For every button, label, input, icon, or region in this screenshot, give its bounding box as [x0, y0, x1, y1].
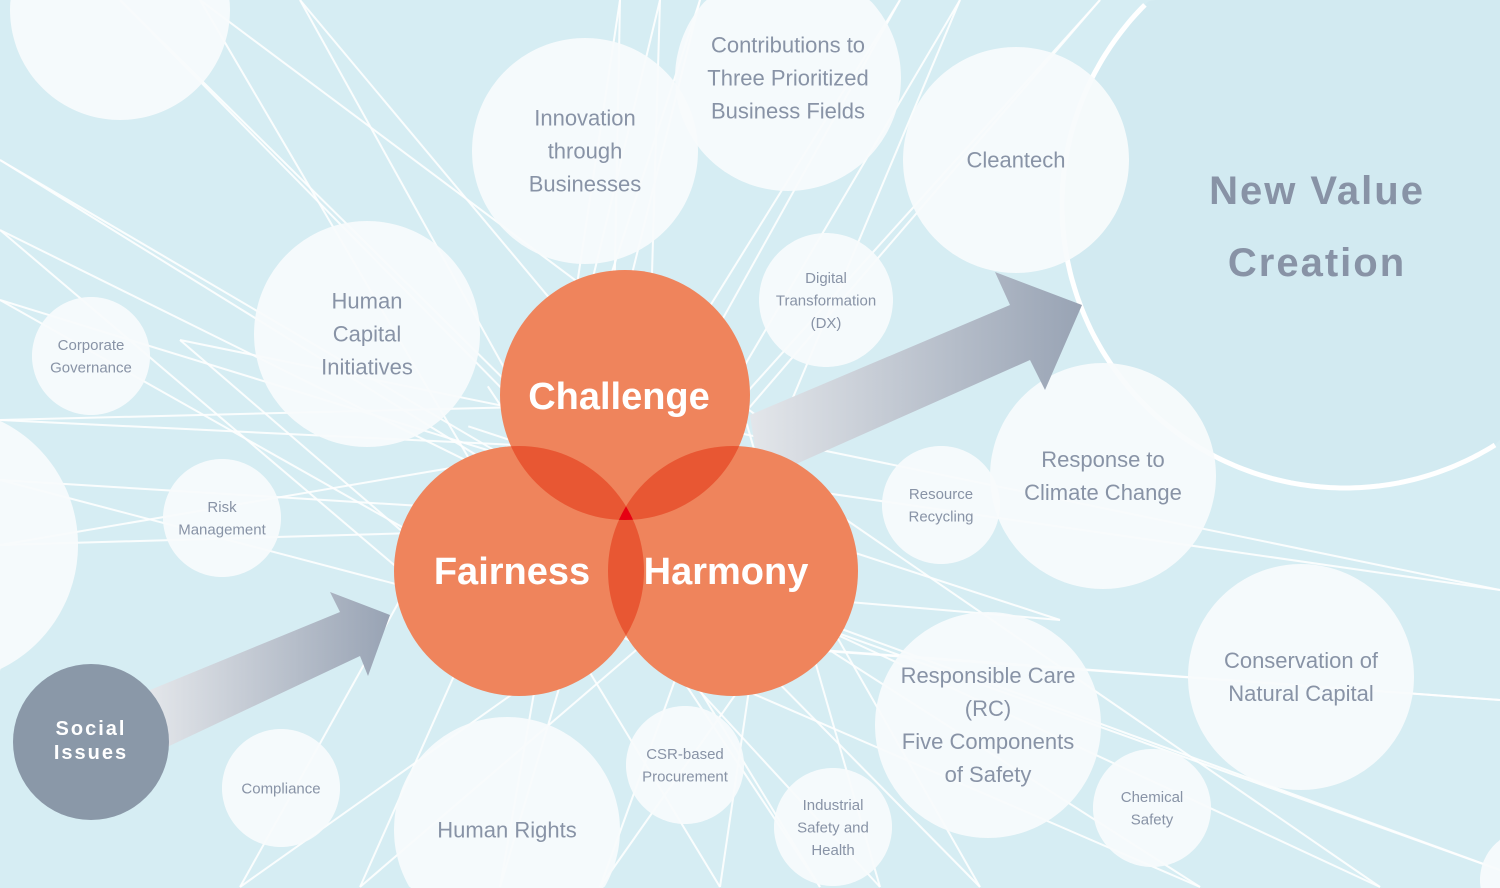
harmony-label: Harmony [644, 551, 809, 593]
topic-label: Digital [805, 270, 847, 287]
topic-label: through [548, 139, 623, 164]
topic-responsible-care: Responsible Care (RC) Five Components of Sa… [875, 612, 1101, 838]
new-value-creation-title: New Value Creation [1209, 169, 1425, 285]
topic-label: Three Prioritized [707, 66, 868, 91]
topic-label: Corporate [58, 337, 125, 354]
social-issues-label: Social [56, 718, 127, 740]
topic-label: Innovation [534, 106, 636, 131]
topic-label: Conservation of [1224, 648, 1379, 673]
topic-cleantech: Cleantech [903, 47, 1129, 273]
topic-label: Safety [1131, 812, 1174, 829]
topic-label: Management [178, 522, 266, 539]
topic-label: Five Components [902, 729, 1074, 754]
social-issues-node: Social Issues [13, 664, 169, 820]
topic-label: Health [811, 842, 854, 859]
topic-label: Cleantech [966, 148, 1065, 173]
topic-label: Governance [50, 360, 132, 377]
topic-label: Risk [207, 499, 237, 516]
challenge-label: Challenge [528, 376, 710, 418]
topic-label: Human Rights [437, 818, 576, 843]
topic-climate: Response to Climate Change [990, 363, 1216, 589]
topic-label: CSR-based [646, 746, 724, 763]
topic-label: Initiatives [321, 355, 413, 380]
topic-label: Business Fields [711, 99, 865, 124]
new-value-arrow [750, 272, 1082, 480]
topic-label: Responsible Care [901, 663, 1076, 688]
topic-contributions: Contributions to Three PrioritizedBusines… [675, 0, 901, 191]
fairness-label: Fairness [434, 551, 590, 593]
svg-text:New Value: New Value [1209, 169, 1425, 213]
topic-label: Businesses [529, 172, 642, 197]
topic-label: Contributions to [711, 33, 865, 58]
topic-compliance: Compliance [222, 729, 340, 847]
topic-label: Transformation [776, 292, 876, 309]
core-values-venn: Challenge Fairness Harmony [394, 270, 858, 696]
topic-label: Compliance [241, 780, 320, 797]
topic-label: Recycling [908, 509, 973, 526]
social-issues-arrow [150, 592, 390, 748]
blank-bubble [1480, 830, 1500, 888]
topic-natural-capital: Conservation of Natural Capital [1188, 564, 1414, 790]
topic-label: Response to [1041, 447, 1165, 472]
topic-label: of Safety [945, 762, 1032, 787]
topic-label: (DX) [811, 315, 842, 332]
topic-label: Safety and [797, 819, 869, 836]
topic-label: Resource [909, 486, 973, 503]
connection-line [239, 666, 552, 888]
blank-bubble [0, 407, 78, 683]
topic-human-rights: Human Rights [394, 717, 620, 888]
topic-label: Capital [333, 322, 401, 347]
topic-label: Climate Change [1024, 480, 1182, 505]
svg-text:Creation: Creation [1228, 241, 1406, 285]
topic-label: Human [332, 289, 403, 314]
topic-label: Natural Capital [1228, 681, 1374, 706]
topic-label: (RC) [965, 696, 1011, 721]
social-issues-label: Issues [54, 742, 128, 764]
topic-label: Industrial [803, 797, 864, 814]
topic-label: Chemical [1121, 789, 1184, 806]
topic-label: Procurement [642, 769, 729, 786]
blank-bubble [10, 0, 230, 120]
